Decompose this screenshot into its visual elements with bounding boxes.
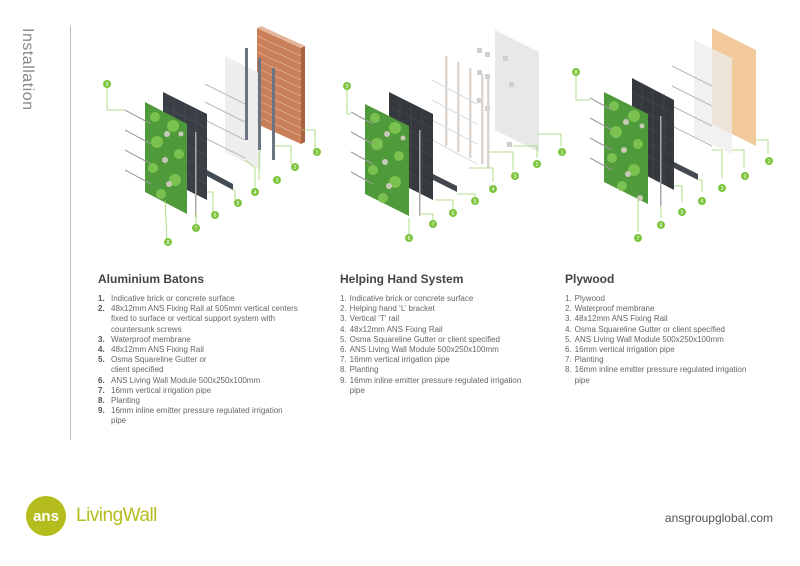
list-item: 7.16mm vertical irrigation pipe [98, 385, 212, 395]
system-aluminium-batons: Aluminium Batons 1.Indicative brick or c… [98, 272, 328, 427]
svg-text:7: 7 [195, 226, 198, 232]
svg-text:1: 1 [561, 150, 564, 156]
list-item: 6.ANS Living Wall Module 500x250x100mm [340, 345, 499, 355]
svg-text:3: 3 [514, 174, 517, 180]
list-item: 9.16mm inline emitter pressure regulated… [98, 406, 283, 426]
svg-text:1: 1 [768, 159, 771, 165]
list-item: 2.Waterproof membrane [565, 304, 655, 314]
logo-mark: ans [26, 496, 66, 536]
svg-text:6: 6 [660, 223, 663, 229]
svg-text:1: 1 [316, 150, 319, 156]
diagram-helping-hand-system: 1 2 3 4 5 6 7 8 9 [337, 22, 567, 252]
list-item: 4.Osma Squareline Gutter or client speci… [565, 324, 725, 334]
system-plywood: Plywood 1.Plywood 2.Waterproof membrane … [565, 272, 795, 386]
svg-text:2: 2 [744, 174, 747, 180]
list-item: 1.Plywood [565, 294, 605, 303]
svg-text:7: 7 [432, 222, 435, 228]
list-item: 8.Planting [340, 365, 379, 375]
svg-text:4: 4 [492, 187, 495, 193]
list-item: 3.Vertical ‘T’ rail [340, 314, 400, 324]
svg-text:5: 5 [474, 199, 477, 205]
list-item: 1.Indicative brick or concrete surface [98, 294, 235, 303]
side-title: Installation [16, 28, 36, 128]
list-item: 5.ANS Living Wall Module 500x250x100mm [565, 334, 724, 344]
system-title: Plywood [565, 272, 615, 286]
website-link[interactable]: ansgroupglobal.com [664, 511, 773, 525]
svg-text:7: 7 [637, 236, 640, 242]
svg-text:8: 8 [167, 240, 170, 246]
list-item: 7.16mm vertical irrigation pipe [340, 355, 450, 365]
list-item: 6.16mm vertical irrigation pipe [565, 345, 675, 355]
list-item: 7.Planting [565, 355, 604, 365]
list-item: 3.48x12mm ANS Fixing Rail [565, 314, 668, 324]
list-item: 5.Osma Squareline Gutter or client speci… [340, 334, 500, 344]
component-list: 1.Plywood 2.Waterproof membrane 3.48x12m… [565, 294, 795, 386]
list-item: 5.Osma Squareline Gutter or client speci… [98, 355, 207, 375]
diagram-aluminium-batons: 1 2 3 4 5 6 7 8 9 [95, 22, 325, 252]
system-title: Helping Hand System [340, 272, 464, 286]
list-item: 1.Indicative brick or concrete surface [340, 294, 474, 303]
list-item: 8.Planting [98, 396, 140, 406]
system-title: Aluminium Batons [98, 272, 205, 286]
svg-text:8: 8 [408, 236, 411, 242]
logo-wordmark: LivingWall [76, 505, 157, 526]
svg-text:4: 4 [701, 199, 704, 205]
list-item: 6.ANS Living Wall Module 500x250x100mm [98, 375, 261, 385]
svg-text:4: 4 [254, 190, 257, 196]
svg-text:5: 5 [237, 201, 240, 207]
svg-text:5: 5 [681, 210, 684, 216]
list-item: 9.16mm inline emitter pressure regulated… [340, 375, 522, 395]
svg-text:8: 8 [575, 70, 578, 76]
svg-text:2: 2 [536, 162, 539, 168]
side-title-text: Installation [19, 28, 36, 111]
list-item: 8.16mm inline emitter pressure regulated… [565, 365, 747, 385]
svg-text:6: 6 [214, 213, 217, 219]
component-list: 1.Indicative brick or concrete surface 2… [340, 294, 570, 396]
callout-markers: 1 2 3 4 5 6 7 8 9 [103, 80, 321, 246]
list-item: 4.48x12mm ANS Fixing Rail [340, 324, 443, 334]
component-list: 1.Indicative brick or concrete surface 2… [98, 294, 328, 427]
list-item: 2.Helping hand ‘L’ bracket [340, 304, 435, 314]
list-item: 4.48x12mm ANS Fixing Rail [98, 345, 204, 355]
list-item: 2.48x12mm ANS Fixing Rail at 505mm verti… [98, 304, 298, 334]
svg-text:6: 6 [452, 211, 455, 217]
vertical-divider [70, 26, 71, 440]
svg-text:2: 2 [294, 165, 297, 171]
system-helping-hand: Helping Hand System 1.Indicative brick o… [340, 272, 570, 396]
svg-text:3: 3 [721, 186, 724, 192]
list-item: 3.Waterproof membrane [98, 334, 191, 344]
svg-text:9: 9 [346, 84, 349, 90]
brand-logo: ans LivingWall [26, 496, 157, 536]
svg-text:9: 9 [106, 82, 109, 88]
diagram-plywood: 1 2 3 4 5 6 7 8 [560, 22, 790, 252]
svg-text:3: 3 [276, 178, 279, 184]
